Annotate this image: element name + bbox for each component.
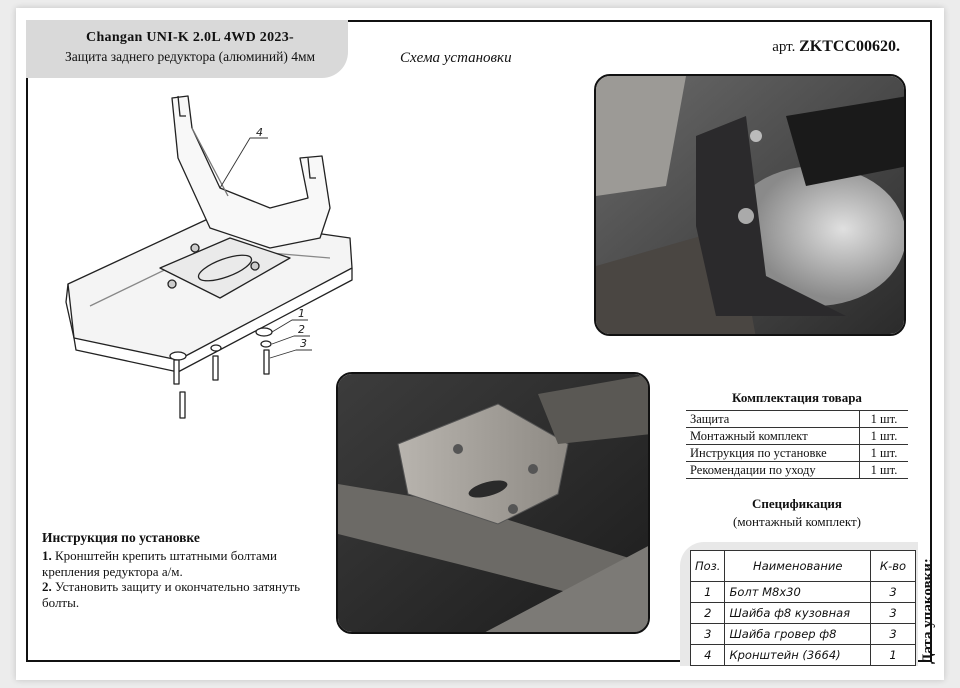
comp-item: Защита [686,410,860,428]
photo-installed-plate [336,372,650,634]
comp-item: Инструкция по установке [686,444,860,462]
packing-date-label: Дата упаковки: [920,558,936,664]
part-label-2: 2 [298,323,305,336]
spec-pos: 3 [689,623,726,645]
table-row: 1 Болт М8х30 3 [689,581,916,603]
col-header-pos: Поз. [689,550,726,582]
completeness-title: Комплектация товара [732,390,862,405]
installation-drawing: 4 1 2 3 [65,95,353,419]
table-row: 2 Шайба ф8 кузовная 3 [689,602,916,624]
spec-qty: 3 [870,602,916,624]
instructions-text: 1. Кронштейн крепить штатными болтами кр… [42,548,312,610]
page-frame [26,20,932,662]
specification-title: Спецификация [752,496,842,511]
part-label-3: 3 [300,337,307,350]
comp-qty: 1 шт. [859,461,908,479]
step-number: 1. [42,548,52,563]
part-label-4: 4 [256,126,263,139]
instruction-step-1: Кронштейн крепить штатными болтами крепл… [42,548,277,579]
table-row: 3 Шайба гровер ф8 3 [689,623,916,645]
spec-name: Шайба гровер ф8 [724,623,871,645]
spec-name: Болт М8х30 [724,581,871,603]
article-prefix: арт. [772,39,796,55]
specification-subtitle: (монтажный комплект) [732,514,861,529]
spec-pos: 4 [689,644,726,666]
article-number: арт. ZKTCC00620. [772,38,900,56]
spec-qty: 3 [870,623,916,645]
spec-pos: 1 [689,581,726,603]
header-tab [26,20,348,78]
comp-item: Рекомендации по уходу [686,461,860,479]
spec-name: Шайба ф8 кузовная [724,602,871,624]
spec-pos: 2 [689,602,726,624]
comp-item: Монтажный комплект [686,427,860,445]
scheme-label: Схема установки [400,50,512,66]
photo-gearbox-bracket [594,74,906,336]
table-header-row: Поз. Наименование К-во [689,550,916,582]
comp-qty: 1 шт. [859,427,908,445]
spec-qty: 1 [870,644,916,666]
product-title: Changan UNI-K 2.0L 4WD 2023- [86,30,294,45]
spec-name: Кронштейн (3664) [724,644,871,666]
comp-qty: 1 шт. [859,444,908,462]
step-number: 2. [42,579,52,594]
col-header-name: Наименование [724,550,871,582]
col-header-qty: К-во [870,550,916,582]
article-code: ZKTCC00620. [799,38,900,55]
table-row: 4 Кронштейн (3664) 1 [689,644,916,666]
instructions-title: Инструкция по установке [42,530,200,545]
product-subtitle: Защита заднего редуктора (алюминий) 4мм [64,49,316,64]
specification-table: Поз. Наименование К-во 1 Болт М8х30 3 2 … [689,550,916,666]
instruction-step-2: Установить защиту и окончательно затянут… [42,579,301,610]
spec-qty: 3 [870,581,916,603]
part-label-1: 1 [298,307,305,320]
comp-qty: 1 шт. [859,410,908,428]
